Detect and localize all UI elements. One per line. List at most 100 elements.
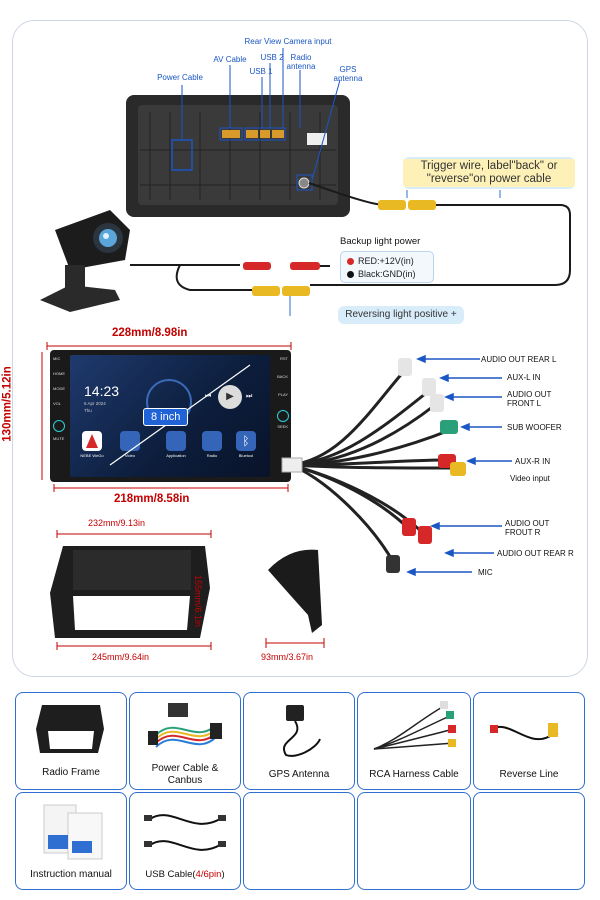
power-red-plug — [243, 262, 271, 270]
sticker — [307, 133, 327, 145]
radio-rear-panel — [138, 105, 338, 205]
harness-video-input: Video input — [510, 474, 550, 483]
package-label-reverse-line: Reverse Line — [499, 769, 559, 780]
button-rst[interactable]: RST — [280, 356, 288, 361]
backup-power-title: Backup light power — [340, 236, 421, 247]
package-label-power-cable: Power Cable & Canbus — [151, 763, 219, 786]
reverse-line-icon — [490, 723, 559, 741]
backup-camera — [40, 210, 130, 312]
power-red-socket — [290, 262, 320, 270]
backup-red-text: RED:+12V(in) — [358, 256, 414, 266]
head-unit-front: MIC HOME MODE VOL MUTE RST BACK PLAY SEE… — [50, 350, 291, 482]
harness-sub-woofer: SUB WOOFER — [507, 423, 562, 432]
av-connector — [222, 130, 240, 138]
right-button-column: RST BACK PLAY SEEK — [274, 356, 289, 429]
radio-frame-icon — [36, 705, 104, 753]
screen-date: 6 Apr 2024 — [84, 401, 106, 406]
package-item-empty-1 — [243, 792, 355, 890]
package-label-gps-antenna: GPS Antenna — [268, 769, 330, 780]
dim-height-left: 130mm/5.12in — [1, 366, 14, 442]
package-item-radio-frame: Radio Frame — [15, 692, 127, 790]
dim-bracket-width: 93mm/3.67in — [261, 652, 314, 662]
app-navi[interactable]: NEBE WeGo — [76, 431, 108, 465]
app-radio[interactable]: Radio — [196, 431, 228, 465]
wiring-diagram — [40, 48, 571, 316]
button-back[interactable]: BACK — [277, 374, 288, 379]
volume-knob-icon[interactable] — [53, 420, 65, 432]
package-label-rca-harness: RCA Harness Cable — [369, 769, 459, 780]
prev-icon[interactable]: ⏮ — [205, 393, 212, 400]
harness-audio-out-rear-r: AUDIO OUT REAR R — [497, 549, 574, 558]
button-vol[interactable]: VOL — [53, 401, 62, 406]
bluetooth-icon: ᛒ — [236, 431, 256, 451]
screen-time: 14:23 — [84, 383, 120, 399]
app-application[interactable]: Application — [160, 431, 192, 465]
harness-audio-out-front-l: AUDIO OUT FRONT L — [507, 390, 552, 408]
rca-yellow-2 — [408, 200, 436, 210]
bracket-illustration — [268, 549, 322, 633]
black-dot-icon — [347, 270, 354, 278]
button-play[interactable]: PLAY — [278, 392, 288, 397]
app-label-navi: NEBE WeGo — [80, 453, 104, 458]
package-item-rca-harness: RCA Harness Cable — [357, 692, 471, 790]
next-icon[interactable]: ⏭ — [246, 393, 253, 400]
rca-yellow-3 — [252, 286, 280, 296]
package-label-manual: Instruction manual — [30, 869, 112, 880]
button-mute[interactable]: MUTE — [53, 436, 65, 441]
backup-black-text: Black:GND(in) — [358, 269, 416, 279]
app-video[interactable]: Video — [114, 431, 146, 465]
label-gps-antenna: GPS antenna — [333, 65, 363, 83]
screen-day: Thu — [84, 408, 92, 413]
package-label-usb-cable: USB Cable(4/6pin) — [145, 869, 225, 880]
rca-harness-illustration — [281, 358, 466, 573]
button-mic[interactable]: MIC — [53, 356, 61, 361]
package-item-empty-3 — [473, 792, 585, 890]
left-button-column: MIC HOME MODE VOL MUTE — [53, 356, 66, 441]
label-power-cable: Power Cable — [157, 73, 203, 82]
usb-pin-accent: 4/6pin — [195, 869, 222, 880]
play-button-icon[interactable]: ▶ — [218, 385, 242, 409]
package-item-power-cable: Power Cable & Canbus — [129, 692, 241, 790]
package-item-manual: Instruction manual — [15, 792, 127, 890]
dim-width-top: 228mm/8.98in — [112, 327, 188, 339]
seek-knob-icon[interactable] — [277, 410, 289, 422]
rca-yellow-1 — [378, 200, 406, 210]
package-item-gps-antenna: GPS Antenna — [243, 692, 355, 790]
camera-connector — [272, 130, 284, 138]
dim-width-bottom: 218mm/8.58in — [114, 493, 190, 505]
harness-mic: MIC — [478, 568, 493, 577]
label-usb2: USB 2 — [260, 53, 284, 62]
app-label-video: Video — [124, 453, 136, 458]
app-label-application: Application — [166, 453, 186, 458]
app-bluetooth[interactable]: ᛒ Bluetool — [230, 431, 262, 465]
label-av-cable: AV Cable — [213, 55, 247, 64]
red-dot-icon — [347, 257, 354, 265]
power-cable-icon — [148, 703, 222, 748]
label-radio-antenna: Radio antenna — [286, 53, 316, 71]
gps-port — [298, 177, 310, 189]
button-mode[interactable]: MODE — [53, 386, 65, 391]
dim-frame-top: 232mm/9.13in — [88, 518, 146, 528]
usb-connector — [246, 130, 258, 138]
package-item-empty-2 — [357, 792, 471, 890]
head-unit-screen[interactable]: 14:23 6 Apr 2024 Thu ▶ ⏮ ⏭ NEBE WeGo Vid… — [70, 355, 270, 477]
app-label-bluetooth: Bluetool — [238, 453, 254, 458]
screen-size-badge: 8 inch — [143, 408, 189, 426]
gps-antenna-icon — [283, 705, 321, 757]
usb-cable-icon — [144, 814, 226, 851]
backup-power-legend: RED:+12V(in) Black:GND(in) — [340, 251, 434, 283]
dim-frame-right: 155mm/6.1in — [193, 575, 203, 628]
usb-connector-2 — [260, 130, 270, 138]
button-seek[interactable]: SEEK — [277, 424, 288, 429]
reversing-light-callout: Reversing light positive + — [338, 306, 464, 324]
button-home[interactable]: HOME — [53, 371, 65, 376]
package-label-radio-frame: Radio Frame — [42, 767, 100, 778]
rca-harness-icon — [373, 701, 456, 750]
trigger-wire-text: Trigger wire, label"back" or "reverse"on… — [403, 159, 575, 187]
label-usb1: USB 1 — [249, 67, 273, 76]
radio-frame-illustration — [50, 546, 210, 638]
package-item-usb-cable: USB Cable(4/6pin) — [129, 792, 241, 890]
manual-icon — [43, 804, 103, 860]
label-rear-camera-input: Rear View Camera input — [244, 37, 332, 46]
dim-frame-bottom: 245mm/9.64in — [92, 652, 150, 662]
